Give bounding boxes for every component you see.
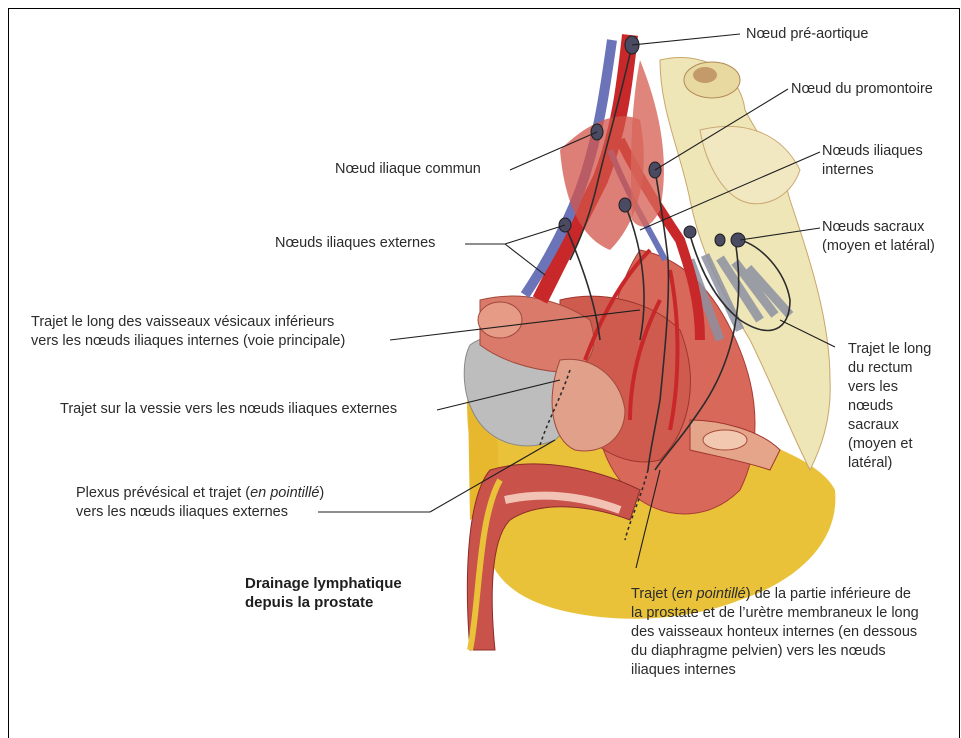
figure-title-2: depuis la prostate — [245, 594, 373, 612]
label-pudendal-route-2: la prostate et de l’urètre membraneux le… — [631, 605, 919, 622]
rectal-lumen — [703, 430, 747, 450]
label-sacral-nodes-2: (moyen et latéral) — [822, 238, 935, 255]
label-bladder-route: Trajet sur la vessie vers les nœuds ilia… — [60, 401, 397, 418]
label-pudendal-route-4: du diaphragme pelvien) vers les nœuds — [631, 643, 886, 660]
label-rectal-route-5: sacraux — [848, 417, 899, 434]
label-prevesical-plexus-2: vers les nœuds iliaques externes — [76, 504, 288, 521]
label-internal-iliac-nodes-2: internes — [822, 162, 874, 179]
label-rectal-route-7: latéral) — [848, 455, 892, 472]
label-common-iliac-node: Nœud iliaque commun — [335, 161, 481, 178]
label-vesical-route-2: vers les nœuds iliaques internes (voie p… — [31, 333, 345, 350]
label-internal-iliac-nodes-1: Nœuds iliaques — [822, 143, 923, 160]
label-promontory-node: Nœud du promontoire — [791, 81, 933, 98]
vertebra-disc — [693, 67, 717, 83]
label-vesical-route-1: Trajet le long des vaisseaux vésicaux in… — [31, 314, 334, 331]
label-pudendal-route-1: Trajet (en pointillé) de la partie infér… — [631, 586, 911, 603]
psoas — [631, 60, 664, 227]
label-pre-aortic-node: Nœud pré-aortique — [746, 26, 869, 43]
label-rectal-route-6: (moyen et — [848, 436, 912, 453]
label-rectal-route-1: Trajet le long — [848, 341, 931, 358]
label-pudendal-route-3: des vaisseaux honteux internes (en desso… — [631, 624, 917, 641]
bladder-top — [478, 302, 522, 338]
label-pudendal-route-5: iliaques internes — [631, 662, 736, 679]
label-rectal-route-2: du rectum — [848, 360, 912, 377]
label-external-iliac-nodes: Nœuds iliaques externes — [275, 235, 435, 252]
label-rectal-route-4: nœuds — [848, 398, 893, 415]
label-rectal-route-3: vers les — [848, 379, 898, 396]
label-prevesical-plexus-1: Plexus prévésical et trajet (en pointill… — [76, 485, 324, 502]
figure-title-1: Drainage lymphatique — [245, 575, 402, 593]
label-sacral-nodes-1: Nœuds sacraux — [822, 219, 924, 236]
